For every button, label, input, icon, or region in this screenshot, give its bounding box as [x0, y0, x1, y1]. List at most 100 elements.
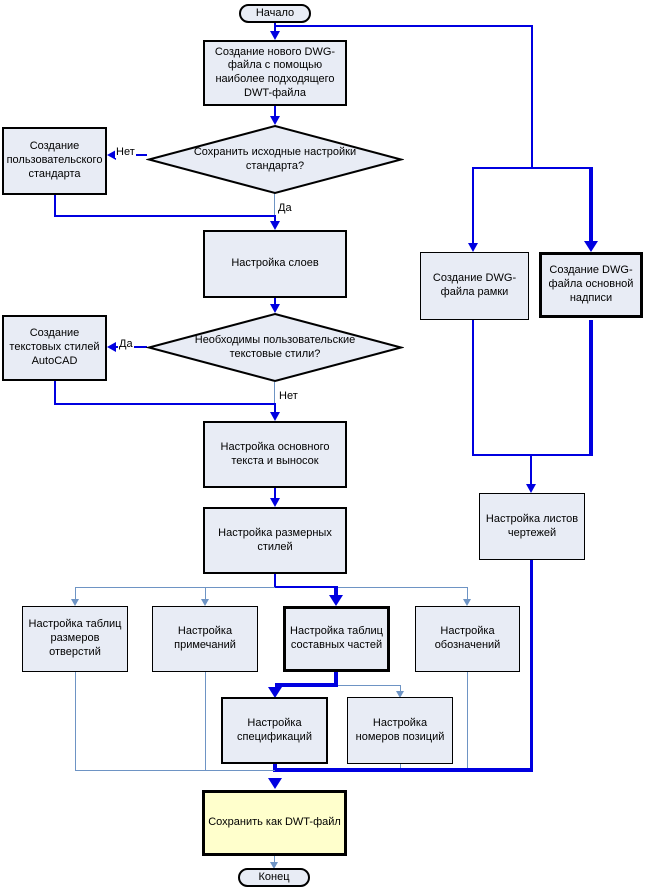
node-item-numbers-setup-label: Настройка номеров позиций	[355, 716, 445, 743]
arrowhead-icon	[71, 599, 79, 606]
edge-label-no: Нет	[115, 146, 136, 158]
node-title-block-dwg-label: Создание DWG-файла основной надписи	[548, 264, 634, 304]
connector-line	[54, 215, 276, 217]
node-decision-keep-standard: Сохранить исходные настройки стандарта?	[146, 124, 404, 195]
node-save-dwt-label: Сохранить как DWT-файл	[208, 816, 341, 829]
connector-line	[472, 320, 474, 456]
arrowhead-icon	[270, 862, 278, 869]
connector-line	[274, 217, 276, 222]
connector-line	[274, 193, 275, 217]
connector-line	[275, 25, 533, 27]
connector-line	[275, 586, 338, 588]
arrowhead-icon	[107, 342, 116, 352]
node-end-terminator: Конец	[238, 868, 310, 887]
node-layers-setup-label: Настройка слоев	[231, 257, 319, 270]
connector-line	[530, 560, 533, 770]
connector-line	[589, 320, 593, 456]
connector-line	[274, 105, 276, 117]
connector-line	[274, 298, 276, 305]
node-main-text-setup: Настройка основного текста и выносок	[203, 421, 347, 488]
node-frame-dwg-label: Создание DWG-файла рамки	[432, 272, 517, 298]
connector-line	[205, 672, 206, 771]
node-custom-standard-label: Создание пользовательского стандарта	[6, 140, 103, 180]
connector-line	[274, 488, 276, 499]
arrowhead-icon	[270, 412, 280, 421]
node-custom-standard: Создание пользовательского стандарта	[2, 127, 107, 195]
connector-line	[334, 586, 338, 596]
connector-line	[472, 167, 593, 169]
node-specifications-setup: Настройка спецификаций	[221, 697, 328, 764]
connector-line	[274, 405, 276, 413]
arrowhead-icon	[270, 221, 280, 230]
arrowhead-icon	[584, 241, 598, 252]
connector-line	[54, 381, 56, 405]
edge-label-yes: Да	[118, 338, 134, 350]
connector-line	[472, 454, 593, 456]
arrowhead-icon	[526, 484, 536, 493]
connector-line	[275, 768, 533, 772]
node-item-numbers-setup: Настройка номеров позиций	[347, 697, 453, 764]
node-autocad-text-styles-label: Создание текстовых стилей AutoCAD	[9, 327, 100, 367]
connector-line	[467, 587, 468, 599]
node-symbols-setup-label: Настройка обозначений	[434, 625, 501, 651]
connector-line	[400, 685, 401, 691]
node-end-label: Конец	[258, 870, 290, 883]
connector-line	[75, 770, 275, 771]
connector-line	[338, 685, 400, 686]
diamond-shape-icon	[146, 312, 404, 383]
arrowhead-icon	[468, 243, 478, 252]
arrowhead-icon	[270, 31, 280, 40]
connector-line	[334, 672, 338, 685]
node-hole-tables-setup-label: Настройка таблиц размеров отверстий	[28, 618, 122, 658]
node-sheets-setup: Настройка листов чертежей	[479, 493, 585, 560]
node-specifications-setup-label: Настройка спецификаций	[237, 716, 312, 743]
connector-line	[54, 403, 276, 405]
arrowhead-icon	[268, 687, 282, 698]
connector-line	[467, 672, 468, 771]
connector-line	[274, 574, 276, 588]
node-save-dwt: Сохранить как DWT-файл	[202, 790, 347, 856]
node-autocad-text-styles: Создание текстовых стилей AutoCAD	[2, 315, 107, 381]
node-notes-setup-label: Настройка примечаний	[174, 625, 236, 651]
connector-line	[274, 22, 276, 32]
arrowhead-icon	[201, 599, 209, 606]
connector-line	[400, 764, 401, 771]
arrowhead-icon	[463, 599, 471, 606]
arrowhead-icon	[268, 778, 282, 789]
arrowhead-icon	[107, 150, 116, 160]
node-parts-tables-setup-label: Настройка таблиц составных частей	[290, 625, 383, 651]
arrowhead-icon	[396, 691, 404, 698]
arrowhead-icon	[270, 116, 280, 125]
connector-line	[589, 167, 593, 241]
connector-line	[75, 587, 76, 599]
node-decision-keep-standard-label: Сохранить исходные настройки стандарта?	[193, 145, 357, 172]
connector-line	[274, 856, 275, 863]
node-dim-styles-setup: Настройка размерных стилей	[203, 507, 347, 574]
connector-line	[75, 672, 76, 771]
connector-line	[472, 167, 474, 243]
connector-line	[205, 587, 206, 599]
node-notes-setup: Настройка примечаний	[152, 606, 258, 672]
arrowhead-icon	[270, 304, 280, 313]
arrowhead-icon	[329, 595, 343, 606]
connector-line	[530, 456, 532, 484]
node-frame-dwg: Создание DWG-файла рамки	[420, 252, 529, 320]
node-title-block-dwg: Создание DWG-файла основной надписи	[539, 252, 643, 318]
arrowhead-icon	[270, 498, 280, 507]
diamond-shape-icon	[146, 124, 404, 195]
node-start-terminator: Начало	[239, 4, 311, 23]
connector-line	[275, 683, 338, 687]
node-main-text-setup-label: Настройка основного текста и выносок	[220, 440, 330, 467]
node-decision-need-text-styles-label: Необходимы пользовательские текстовые ст…	[194, 333, 356, 360]
connector-line	[531, 25, 533, 169]
node-sheets-setup-label: Настройка листов чертежей	[485, 512, 579, 539]
node-parts-tables-setup: Настройка таблиц составных частей	[283, 606, 390, 672]
node-dim-styles-setup-label: Настройка размерных стилей	[218, 526, 332, 553]
node-start-label: Начало	[255, 6, 295, 19]
node-hole-tables-setup: Настройка таблиц размеров отверстий	[22, 606, 128, 672]
node-create-new-dwg-label: Создание нового DWG-файла с помощью наиб…	[214, 45, 336, 99]
node-symbols-setup: Настройка обозначений	[415, 606, 520, 672]
connector-line	[75, 587, 467, 588]
node-decision-need-text-styles: Необходимы пользовательские текстовые ст…	[146, 312, 404, 383]
